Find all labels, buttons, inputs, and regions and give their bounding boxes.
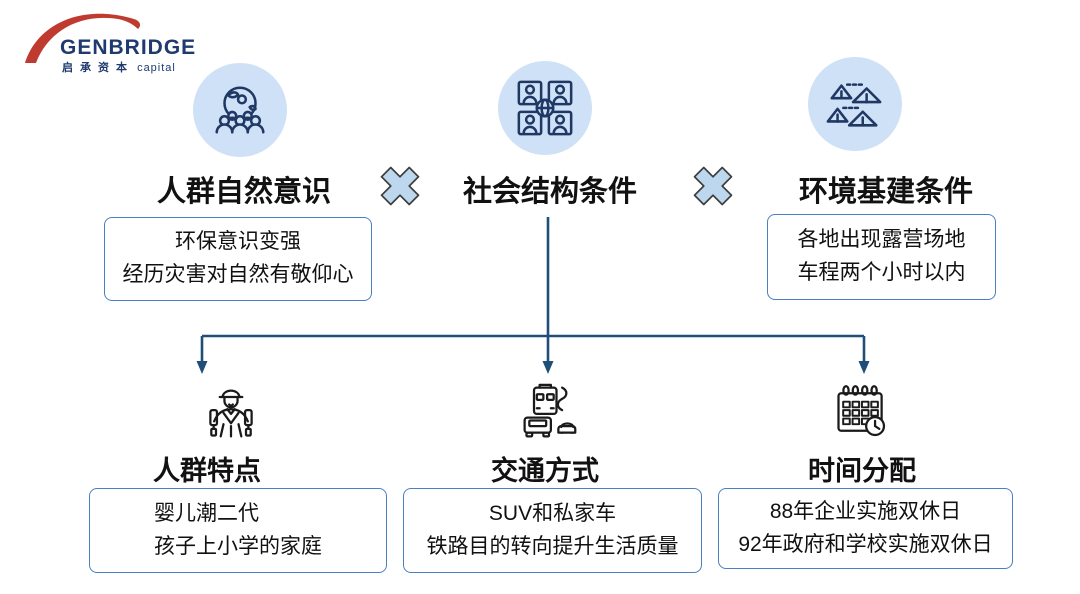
note-line: 环保意识变强 <box>175 230 301 254</box>
note-line: 婴儿潮二代 <box>154 501 259 525</box>
factor-title-2: 社会结构条件 <box>462 176 637 208</box>
result-title-3: 时间分配 <box>808 456 916 486</box>
result-title-1: 人群特点 <box>153 456 261 486</box>
result-title-2: 交通方式 <box>491 456 599 486</box>
result-note-box-2: SUV和私家车 铁路目的转向提升生活质量 <box>403 488 702 573</box>
logo-subtitle-cn: 启承资本 <box>62 62 134 74</box>
note-line: 92年政府和学校实施双休日 <box>738 532 993 556</box>
factor-title-1: 人群自然意识 <box>156 176 331 208</box>
note-line: 孩子上小学的家庭 <box>154 534 322 558</box>
factor-icon-circle-1 <box>193 63 287 157</box>
factor-note-box-3: 各地出现露营场地 车程两个小时以内 <box>767 214 996 300</box>
factor-title-3: 环境基建条件 <box>798 176 973 208</box>
note-line: 88年企业实施双休日 <box>769 499 962 523</box>
logo-subtitle: 启承资本 capital <box>62 59 176 75</box>
result-note-box-1: 婴儿潮二代 孩子上小学的家庭 <box>89 488 387 573</box>
multiply-icon <box>380 166 420 206</box>
factor-icon-circle-3 <box>808 57 902 151</box>
note-line: 经历灾害对自然有敬仰心 <box>122 263 354 286</box>
note-line: 铁路目的转向提升生活质量 <box>426 534 679 558</box>
traffic-icon <box>523 383 577 438</box>
globe-crowd-icon <box>215 86 265 134</box>
result-note-box-3: 88年企业实施双休日 92年政府和学校实施双休日 <box>718 488 1013 569</box>
logo: GENBRIDGE 启承资本 capital <box>22 6 202 78</box>
calendar-clock-icon <box>837 385 886 437</box>
note-line: SUV和私家车 <box>488 501 617 525</box>
camp-tents-icon <box>826 83 882 127</box>
logo-subtitle-en: capital <box>137 62 176 74</box>
factor-note-box-1: 环保意识变强 经历灾害对自然有敬仰心 <box>104 217 372 301</box>
logo-title: GENBRIDGE <box>60 36 197 59</box>
logo-swoosh-icon <box>25 13 141 63</box>
note-line: 各地出现露营场地 <box>797 228 966 252</box>
note-line: 车程两个小时以内 <box>797 261 966 284</box>
factor-icon-circle-2 <box>498 61 592 155</box>
multiply-icon <box>693 166 733 206</box>
hiker-icon <box>209 389 253 438</box>
social-structure-icon <box>517 80 573 136</box>
